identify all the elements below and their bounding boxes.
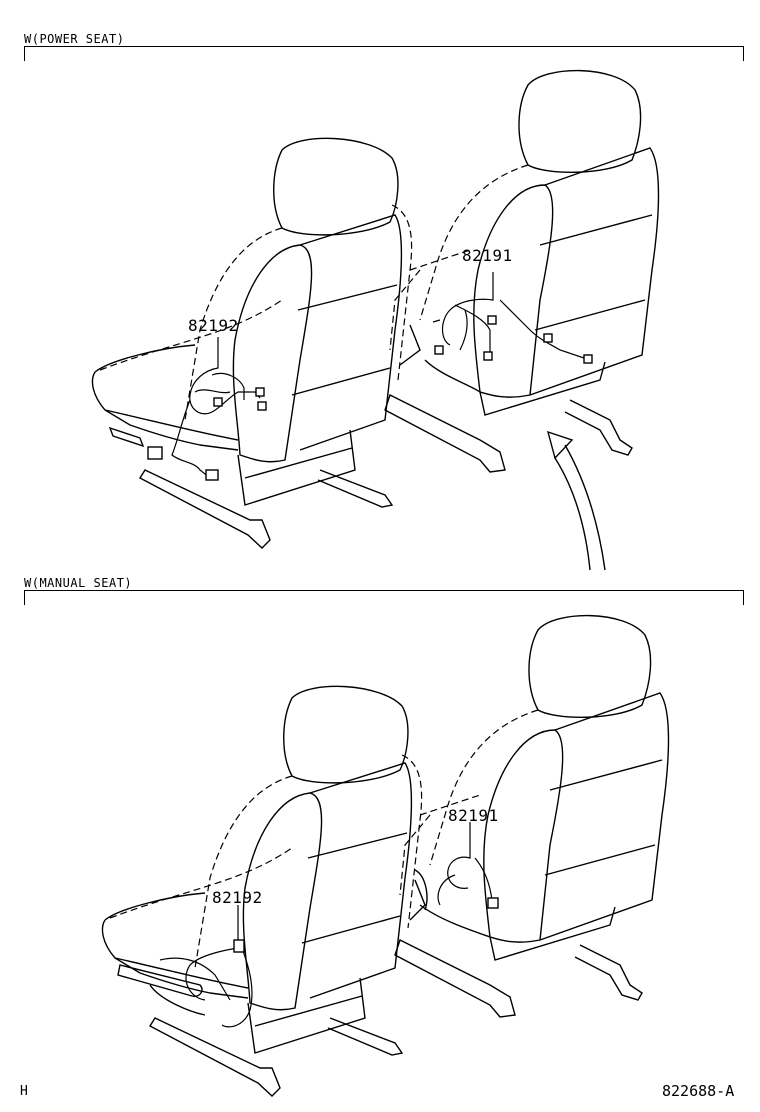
- figure-reference-number: 822688-A: [662, 1082, 735, 1100]
- manual-seat-section-label: W(MANUAL SEAT): [24, 576, 133, 590]
- power-seat-section-label: W(POWER SEAT): [24, 32, 125, 46]
- manual-left-part-number-label: 82192: [212, 888, 263, 907]
- power-left-part-number-label: 82192: [188, 316, 239, 335]
- power-right-seat-drawing: [384, 69, 660, 571]
- power-right-part-number-label: 82191: [462, 246, 513, 265]
- manual-right-seat-drawing: [394, 614, 670, 1018]
- power-seat-bracket: [24, 46, 744, 61]
- manual-left-seat-drawing: [101, 685, 423, 1097]
- footer-left-code: H: [20, 1084, 28, 1099]
- manual-seat-bracket: [24, 590, 744, 605]
- power-left-seat-drawing: [91, 137, 413, 549]
- manual-right-part-number-label: 82191: [448, 806, 499, 825]
